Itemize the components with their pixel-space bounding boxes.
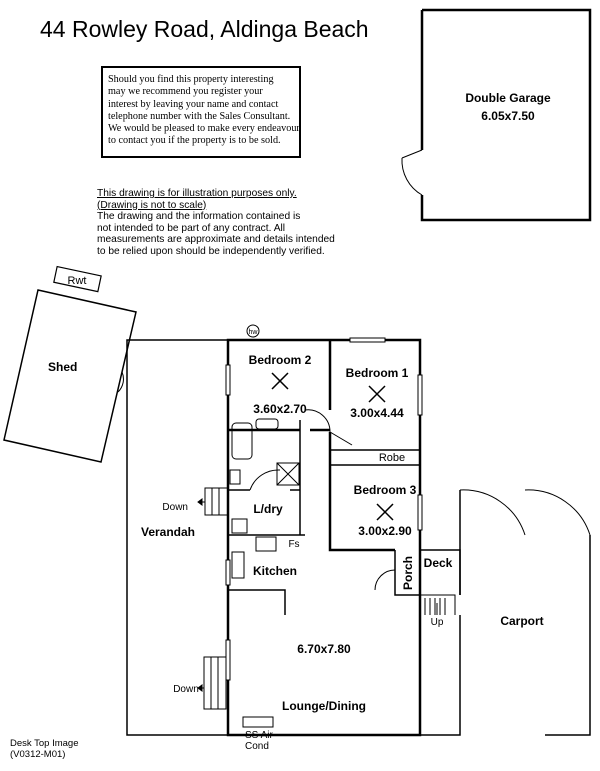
carport-label: Carport — [500, 614, 543, 628]
bedroom2-size: 3.60x2.70 — [253, 402, 307, 416]
air-con-label: SS Air — [245, 730, 273, 741]
bathtub — [231, 422, 253, 460]
robe-label: Robe — [379, 452, 405, 464]
shed-label: Shed — [48, 360, 77, 374]
register-interest-notice: Should you find this property interestin… — [101, 66, 301, 158]
stairs-up-label: Up — [431, 617, 444, 628]
verandah-label: Verandah — [141, 525, 195, 539]
shower — [276, 462, 300, 486]
disclaimer-line: measurements are approximate and details… — [97, 234, 335, 246]
shed: Rwt Shed — [3, 265, 137, 463]
lounge-label: Lounge/Dining — [282, 699, 366, 713]
stairs-down-1 — [197, 487, 229, 516]
stairs-up — [420, 594, 456, 615]
porch-label: Porch — [401, 556, 415, 590]
ceiling-fan-icon — [368, 385, 386, 403]
garage-label: Double Garage — [465, 91, 551, 105]
disclaimer-heading: This drawing is for illustration purpose… — [97, 188, 297, 199]
stairs-down-2 — [197, 656, 227, 710]
disclaimer-line: The drawing and the information containe… — [97, 211, 301, 223]
notice-line: We would be pleased to make every endeav… — [108, 123, 300, 135]
disclaimer-line: to be relied upon should be independentl… — [97, 245, 325, 257]
bedroom3-size: 3.00x2.90 — [358, 524, 412, 538]
cooktop — [255, 536, 277, 552]
image-reference-line: Desk Top Image — [10, 738, 79, 749]
bedroom1-size: 3.00x4.44 — [350, 406, 404, 420]
vanity-basin — [255, 418, 279, 430]
garage: Double Garage 6.05x7.50 — [401, 8, 592, 222]
rainwater-tank-label: Rwt — [68, 275, 87, 287]
bedroom2-label: Bedroom 2 — [249, 353, 312, 367]
lounge-size: 6.70x7.80 — [297, 642, 351, 656]
windows — [225, 337, 423, 681]
verandah-outline — [126, 339, 228, 736]
garage-size: 6.05x7.50 — [481, 109, 535, 123]
kitchen-sink — [231, 551, 245, 579]
fridge-space-label: Fs — [288, 539, 299, 550]
notice-line: Should you find this property interestin… — [108, 74, 274, 85]
laundry-label: L/dry — [253, 502, 283, 516]
toilet — [229, 469, 241, 485]
disclaimer: This drawing is for illustration purpose… — [97, 188, 335, 258]
image-reference: Desk Top Image (V0312-M01) — [10, 738, 78, 760]
stairs-down-label: Down — [162, 502, 188, 513]
kitchen-label: Kitchen — [253, 564, 297, 578]
property-address-title: 44 Rowley Road, Aldinga Beach — [40, 16, 369, 42]
fixtures — [229, 418, 300, 728]
image-reference-code: (V0312-M01) — [10, 749, 66, 760]
bedroom3-label: Bedroom 3 — [354, 483, 417, 497]
bedroom1-label: Bedroom 1 — [346, 366, 409, 380]
air-con-label: Cond — [245, 741, 269, 752]
hot-water-label: hw — [249, 329, 259, 336]
deck-label: Deck — [424, 556, 453, 570]
carport-outline — [420, 489, 591, 736]
notice-line: may we recommend you register your — [108, 86, 263, 98]
notice-line: interest by leaving your name and contac… — [108, 98, 279, 110]
notice-line: telephone number with the Sales Consulta… — [108, 110, 291, 122]
disclaimer-line: not intended to be part of any contract.… — [97, 222, 286, 234]
disclaimer-scale-note: (Drawing is not to scale) — [97, 199, 207, 211]
stairs-down-label: Down — [173, 684, 199, 695]
notice-line: to contact you if the property is to be … — [108, 135, 281, 147]
door-swings — [249, 409, 396, 591]
air-conditioner — [242, 716, 274, 728]
hot-water-unit — [246, 324, 260, 338]
laundry-trough — [231, 518, 248, 534]
ceiling-fan-icon — [271, 372, 289, 390]
ceiling-fan-icon — [376, 503, 394, 521]
